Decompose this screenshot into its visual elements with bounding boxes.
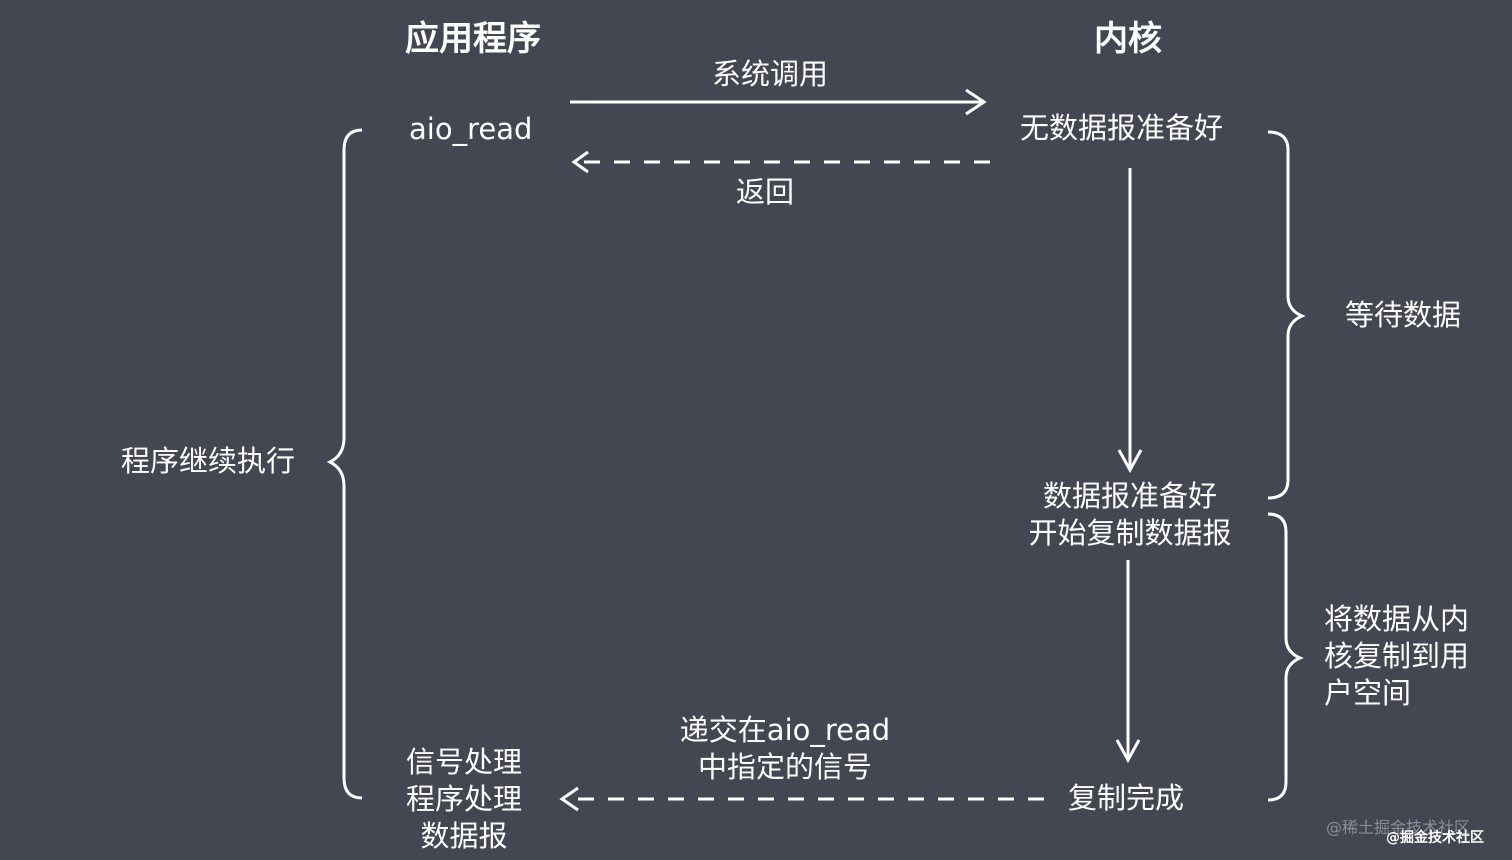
wait-brace [1267, 130, 1306, 500]
return-arrowhead [571, 150, 589, 174]
signal-handler-label: 信号处理 程序处理 数据报 [384, 744, 544, 855]
copy-phase-line1: 将数据从内 [1324, 602, 1470, 636]
no-data-label: 无数据报准备好 [1020, 111, 1224, 145]
copy-arrowhead [1115, 739, 1141, 764]
copy-brace [1267, 512, 1304, 802]
data-ready-line1: 数据报准备好 [1042, 479, 1217, 513]
deliver-line2: 中指定的信号 [697, 750, 872, 784]
continue-phase-label: 程序继续执行 [121, 444, 296, 478]
wait-phase-label: 等待数据 [1345, 298, 1462, 332]
watermark-secondary: @掘金技术社区 [1386, 830, 1484, 846]
signal-line1: 信号处理 [405, 745, 522, 779]
copy-phase-line2: 核复制到用 [1324, 639, 1470, 673]
data-ready-line2: 开始复制数据报 [1028, 516, 1232, 550]
signal-line2: 程序处理 [405, 782, 522, 816]
wait-arrowhead [1117, 449, 1143, 474]
copy-done-label: 复制完成 [1068, 781, 1185, 815]
return-label: 返回 [736, 175, 795, 209]
deliver-signal-label: 递交在aio_read 中指定的信号 [660, 712, 910, 786]
signal-arrowhead [559, 786, 579, 812]
deliver-line1: 递交在aio_read [679, 713, 891, 747]
watermark: @稀土掘金技术社区 [1326, 818, 1471, 837]
data-ready-label: 数据报准备好 开始复制数据报 [1010, 478, 1250, 552]
aio-read-label: aio_read [409, 112, 533, 146]
signal-line3: 数据报 [420, 819, 508, 853]
copy-phase-line3: 户空间 [1324, 676, 1412, 710]
kernel-header: 内核 [1094, 19, 1162, 59]
copy-phase-label: 将数据从内 核复制到用 户空间 [1324, 601, 1494, 712]
syscall-arrowhead [965, 88, 987, 116]
syscall-label: 系统调用 [712, 57, 829, 91]
continue-brace [326, 128, 363, 800]
app-header: 应用程序 [405, 19, 541, 59]
